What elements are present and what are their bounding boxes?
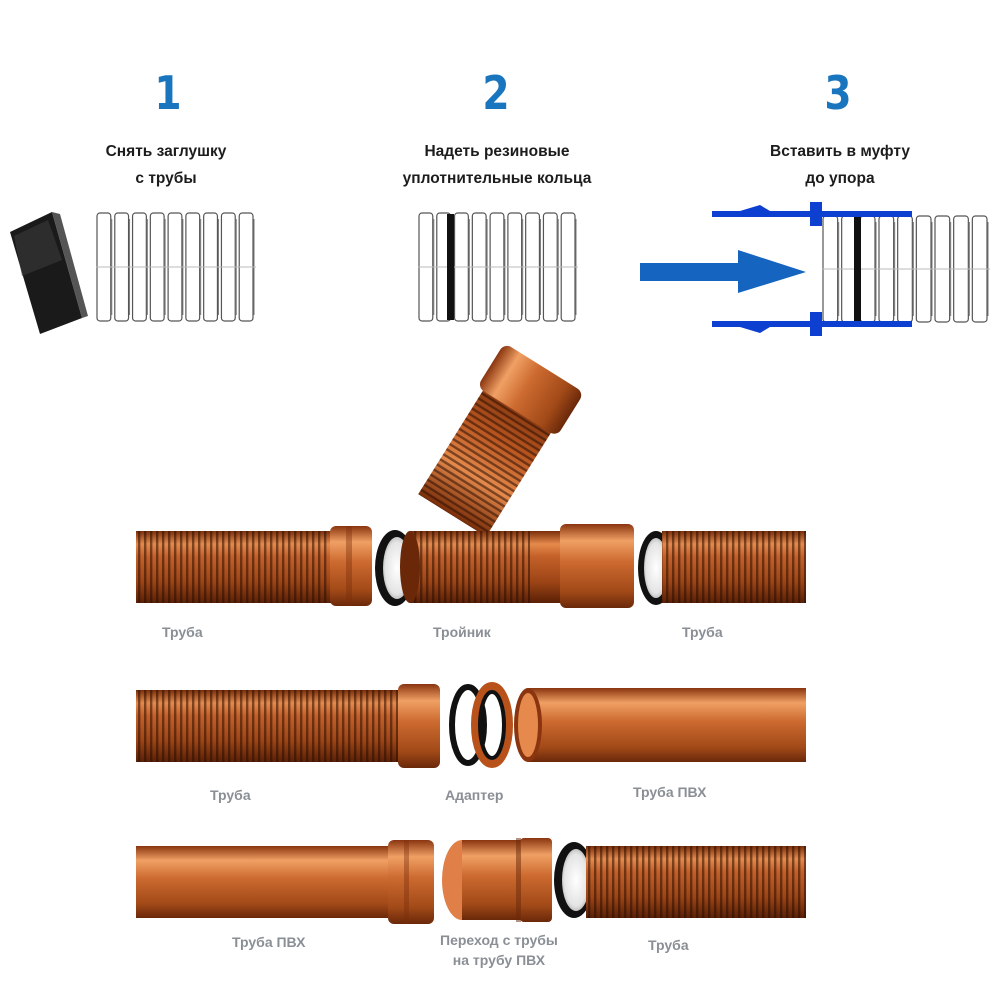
row-2-left-pipe xyxy=(136,684,440,768)
step-1-number: 1 xyxy=(154,66,182,120)
step-2-corrugated-pipe xyxy=(418,212,578,322)
step-1-corrugated-pipe xyxy=(96,212,256,322)
rubber-seal-ring xyxy=(447,214,454,320)
row-1-label-left: Труба xyxy=(162,624,203,640)
row-1-label-right: Труба xyxy=(682,624,723,640)
row-3-label-right: Труба xyxy=(648,937,689,953)
coupling-sleeve-icon xyxy=(712,202,912,336)
row-3-label-middle-line-1: Переход с трубы xyxy=(440,932,558,948)
row-3-label-middle: Переход с трубы на трубу ПВХ xyxy=(440,930,558,970)
step-1-caption-line-2: с трубы xyxy=(135,170,197,187)
row-3-label-middle-line-2: на трубу ПВХ xyxy=(452,952,546,968)
step-1-caption: Снять заглушку с трубы xyxy=(36,138,296,192)
row-2-label-left: Труба xyxy=(210,787,251,803)
adapter-rings xyxy=(449,682,513,768)
step-3-caption-line-2: до упора xyxy=(805,170,875,187)
row-2-right-pvc-pipe xyxy=(514,688,806,762)
step-3-corrugated-pipe xyxy=(822,215,990,323)
step-3-seal-ring xyxy=(854,216,861,322)
step-2-caption: Надеть резиновые уплотнительные кольца xyxy=(367,138,627,192)
row-3-right-pipe xyxy=(586,846,806,918)
step-1-caption-line-1: Снять заглушку xyxy=(105,143,227,160)
step-2-caption-line-2: уплотнительные кольца xyxy=(402,170,592,187)
row-2-label-middle: Адаптер xyxy=(445,787,504,803)
row-1-right-pipe xyxy=(662,531,806,603)
row-3-seal-ring xyxy=(554,842,594,918)
row-2-label-right: Труба ПВХ xyxy=(633,784,707,800)
step-3-caption-line-1: Вставить в муфту xyxy=(770,143,910,160)
row-3-label-left: Труба ПВХ xyxy=(232,934,306,950)
direction-arrow-icon xyxy=(640,250,806,293)
step-2-number: 2 xyxy=(482,66,510,120)
row-1-left-pipe xyxy=(136,526,372,606)
row-1-label-middle: Тройник xyxy=(433,624,491,640)
end-cap-icon xyxy=(10,212,88,334)
tee-fitting xyxy=(400,345,634,608)
row-3-left-pvc-pipe xyxy=(136,840,434,924)
step-3-caption: Вставить в муфту до упора xyxy=(710,138,970,192)
step-3-number: 3 xyxy=(824,66,852,120)
step-2-caption-line-1: Надеть резиновые xyxy=(424,143,570,160)
transition-fitting xyxy=(442,838,552,922)
